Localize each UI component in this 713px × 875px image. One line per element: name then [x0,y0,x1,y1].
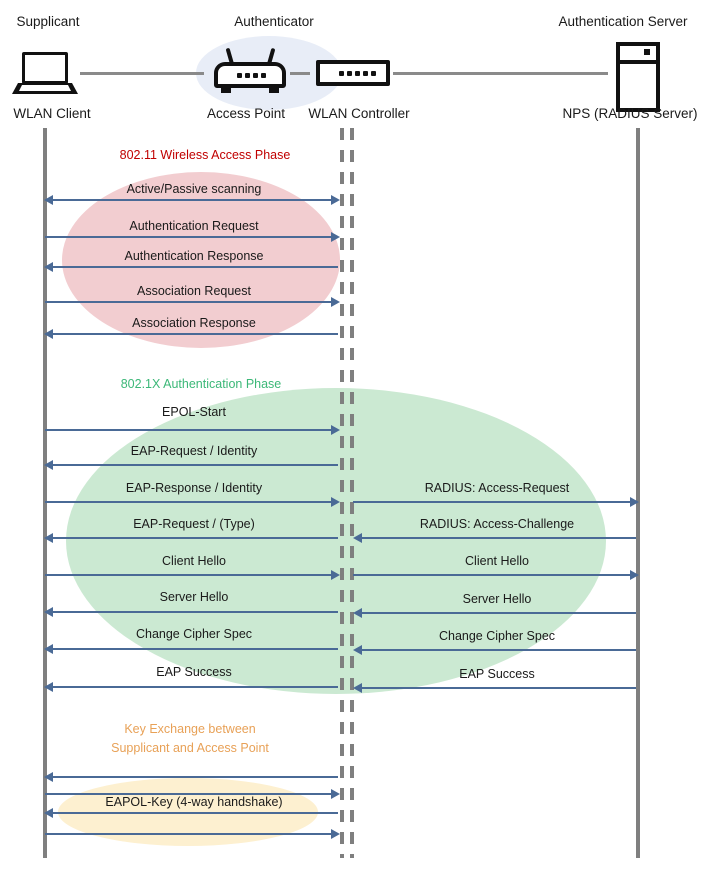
message-arrow-eap-request-identity [47,464,338,466]
message-arrow-authentication-response [47,266,338,268]
arrowhead-right-association-request [331,297,340,307]
link-ap-to-controller [290,72,310,75]
message-arrow-eap-success-right [356,687,636,689]
link-client-to-ap [80,72,204,75]
message-label-scanning: Active/Passive scanning [126,182,262,196]
arrowhead-left-radius-access-challenge [353,533,362,543]
message-label-association-response: Association Response [132,316,256,330]
node-label-access-point: Access Point [206,106,286,121]
message-label-eap-success-left: EAP Success [156,665,232,679]
arrowhead-left-authentication-response [44,262,53,272]
arrowhead-left-eap-success-right [353,683,362,693]
access-point-icon [214,47,286,96]
message-arrow-client-hello-left [45,574,336,576]
arrowhead-left-server-hello-left [44,607,53,617]
link-controller-to-server [393,72,608,75]
message-label-eap-success-right: EAP Success [459,667,535,681]
wlan-controller-icon [316,60,390,86]
arrowhead-left-change-cipher-spec-left [44,644,53,654]
message-arrow-radius-access-request [353,501,632,503]
message-arrow-eapol-key-1 [47,776,338,778]
arrowhead-right-radius-access-request [630,497,639,507]
message-arrow-authentication-request [45,236,336,238]
arrowhead-right-eap-response-identity [331,497,340,507]
message-arrow-association-response [47,333,338,335]
supplicant-lifeline [43,128,47,858]
message-label-client-hello-right: Client Hello [465,554,529,568]
message-arrow-server-hello-right [356,612,636,614]
arrowhead-right-client-hello-left [331,570,340,580]
message-arrow-change-cipher-spec-left [47,648,338,650]
laptop-icon [12,52,78,96]
auth-server-lifeline [636,128,640,858]
phase-caption-wireless-access: 802.11 Wireless Access Phase [119,148,291,162]
message-label-eapol-start: EPOL-Start [162,405,226,419]
message-label-server-hello-right: Server Hello [462,592,532,606]
arrowhead-left-server-hello-right [353,608,362,618]
message-label-change-cipher-spec-left: Change Cipher Spec [135,627,253,641]
role-title-authentication-server: Authentication Server [558,14,688,29]
node-label-wlan-controller: WLAN Controller [308,106,410,121]
message-arrow-eap-response-identity [45,501,336,503]
message-label-server-hello-left: Server Hello [159,590,229,604]
message-label-change-cipher-spec-right: Change Cipher Spec [438,629,556,643]
message-arrow-scanning [47,199,336,201]
message-arrow-radius-access-challenge [356,537,636,539]
message-arrow-eap-request-type [47,537,338,539]
node-label-nps-radius-server: NPS (RADIUS Server) [562,106,698,121]
server-icon [616,42,660,112]
role-title-supplicant: Supplicant [16,14,80,29]
arrowhead-right-eapol-key-2 [331,789,340,799]
message-arrow-eapol-key-2 [45,793,336,795]
phase-caption-dot1x: 802.1X Authentication Phase [120,377,282,391]
message-label-authentication-request: Authentication Request [129,219,259,233]
authenticator-lifeline-right [350,128,354,858]
node-label-wlan-client: WLAN Client [13,106,91,121]
arrowhead-left-change-cipher-spec-right [353,645,362,655]
arrowhead-left-association-response [44,329,53,339]
phase-ellipse-dot1x [66,388,606,694]
message-label-eap-response-identity: EAP-Response / Identity [125,481,263,495]
message-arrow-change-cipher-spec-right [356,649,636,651]
message-arrow-server-hello-left [47,611,338,613]
arrowhead-left-eap-success-left [44,682,53,692]
message-arrow-association-request [45,301,336,303]
message-arrow-eapol-key-3 [47,812,338,814]
message-label-radius-access-challenge: RADIUS: Access-Challenge [419,517,575,531]
arrowhead-right-client-hello-right [630,570,639,580]
message-label-client-hello-left: Client Hello [162,554,226,568]
role-title-authenticator: Authenticator [234,14,314,29]
arrowhead-right-authentication-request [331,232,340,242]
arrowhead-right-eapol-start [331,425,340,435]
arrowhead-left-eapol-key-1 [44,772,53,782]
phase-ellipse-wireless-access [62,172,340,348]
arrowhead-right-scanning [331,195,340,205]
arrowhead-left-scanning [44,195,53,205]
message-arrow-eap-success-left [47,686,338,688]
message-arrow-client-hello-right [353,574,632,576]
message-label-eap-request-identity: EAP-Request / Identity [130,444,258,458]
authenticator-lifeline-left [340,128,344,858]
arrowhead-left-eap-request-identity [44,460,53,470]
message-label-eap-request-type: EAP-Request / (Type) [133,517,255,531]
message-label-authentication-response: Authentication Response [124,249,264,263]
arrowhead-left-eapol-key-3 [44,808,53,818]
message-arrow-eapol-start [45,429,336,431]
message-arrow-eapol-key-4 [45,833,336,835]
phase-caption-key-exchange: Key Exchange between Supplicant and Acce… [111,722,269,755]
arrowhead-left-eap-request-type [44,533,53,543]
message-label-association-request: Association Request [137,284,251,298]
message-label-radius-access-request: RADIUS: Access-Request [424,481,570,495]
message-label-eapol-key-handshake: EAPOL-Key (4-way handshake) [105,795,283,809]
arrowhead-right-eapol-key-4 [331,829,340,839]
